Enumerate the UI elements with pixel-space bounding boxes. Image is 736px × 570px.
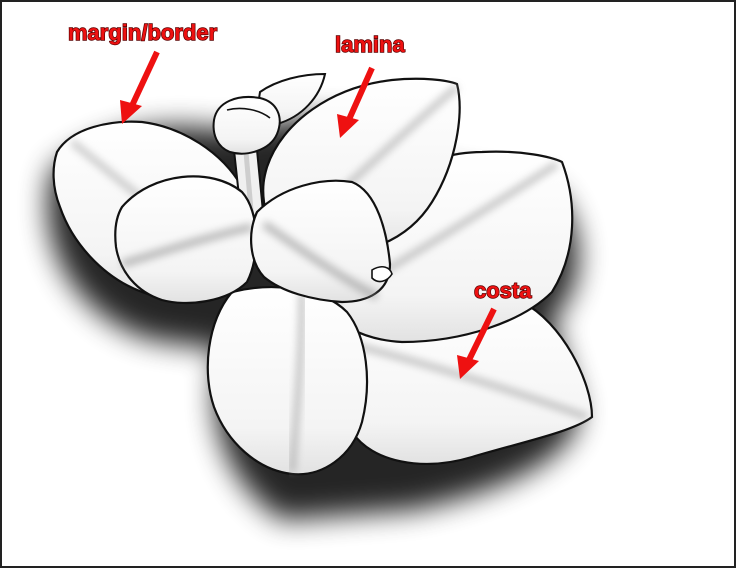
inner-petal-right — [251, 181, 392, 302]
label-margin-border: margin/border — [68, 20, 218, 45]
inner-petal-left — [115, 176, 256, 303]
label-costa: costa — [474, 278, 532, 303]
label-lamina: lamina — [335, 32, 405, 57]
bud — [214, 97, 280, 154]
arrow-margin-border — [120, 52, 157, 124]
